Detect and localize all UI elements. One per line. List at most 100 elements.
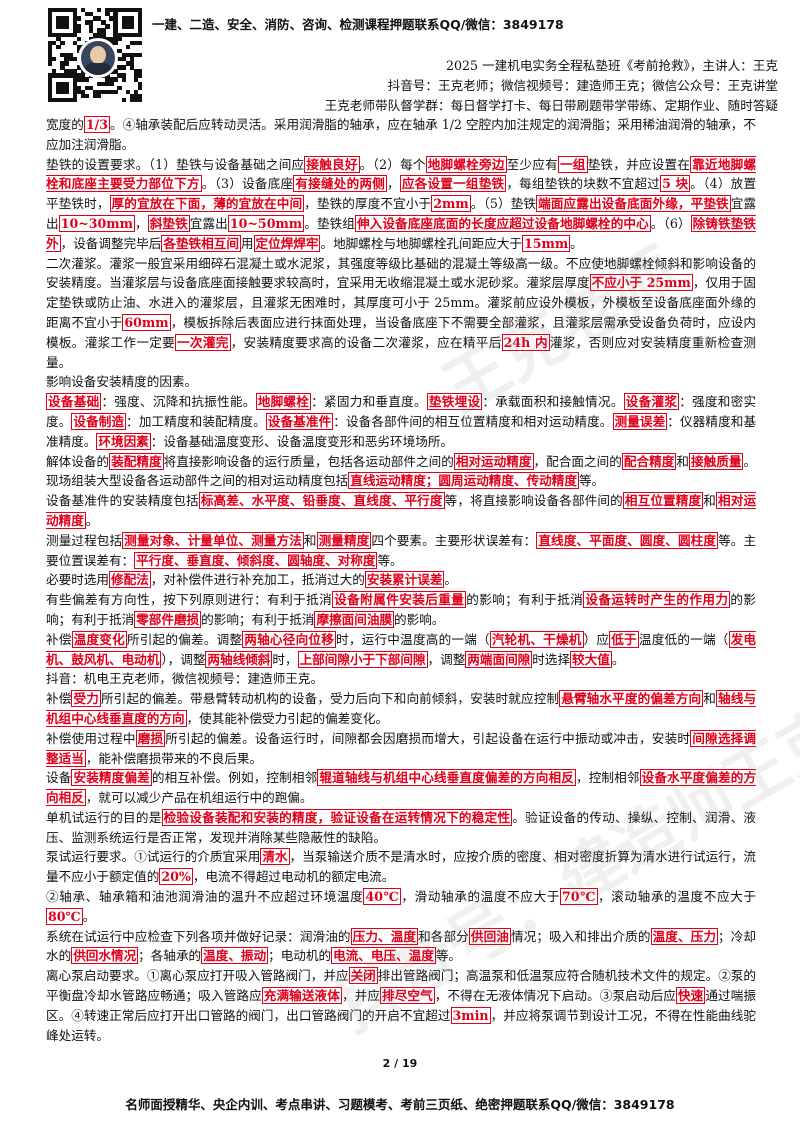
highlighted-term: 测量误差 — [612, 412, 668, 430]
text-run: ：加工精度和装配精度。 — [126, 413, 266, 429]
text-run: ，调整 — [427, 651, 466, 667]
text-run: ，设备调整完毕后 — [60, 235, 162, 251]
highlighted-term: 标高差、水平度、铅垂度、直线度、平行度 — [198, 492, 445, 510]
text-run: 所引起的偏差。设备运行时，间隙都会因磨损而增大，引起设备在运行中振动或冲击，安装… — [165, 730, 691, 746]
highlighted-term: 10~30mm — [58, 214, 135, 232]
highlighted-term: 相互位置精度 — [622, 492, 704, 510]
text-run: ）应 — [583, 631, 610, 647]
highlighted-term: 端面应露出设备底面外缘，平垫铁 — [536, 195, 731, 213]
highlighted-term: 快速 — [675, 987, 706, 1005]
highlighted-term: 受力 — [71, 690, 101, 708]
highlighted-term: 有接缝处的两侧 — [293, 175, 388, 193]
highlighted-term: 地脚螺栓旁边 — [425, 155, 507, 173]
text-run: 设备 — [46, 770, 72, 786]
highlighted-term: 40℃ — [363, 888, 402, 906]
highlighted-term: 接触质量 — [688, 452, 744, 470]
highlighted-term: 关闭 — [348, 967, 378, 985]
paragraph: 垫铁的设置要求。（1）垫铁与设备基础之间应接触良好。（2）每个地脚螺栓旁边至少应… — [46, 155, 757, 254]
text-run: ；各轴承的 — [138, 948, 202, 964]
highlighted-term: 一组 — [557, 155, 588, 173]
text-run: 。 — [85, 512, 99, 528]
paragraph: 泵试运行要求。①试运行的介质宜采用清水，当泵输送介质不是清水时，应按介质的密度、… — [46, 847, 756, 887]
text-run: 排出管路阀门；高温泵和低温泵应符合随机技术文件的规定。②泵的平衡盘冷却水管路应畅… — [46, 968, 757, 1004]
text-run: 。 — [611, 651, 625, 667]
highlighted-term: 20% — [159, 868, 193, 886]
highlighted-term: 安装累计误差 — [364, 571, 445, 589]
text-run: ，电流不得超过电动机的额定电流。 — [192, 869, 395, 885]
text-run: 的影响；有利于抵消 — [466, 592, 584, 608]
highlighted-term: 摩擦面间油膜 — [314, 610, 395, 628]
text-run: ，安装精度要求高的设备二次灌浆，应在精平后 — [230, 334, 502, 350]
text-run: 等，将直接影响设备各部件间的 — [444, 493, 623, 509]
highlighted-term: 设备灌浆 — [623, 393, 680, 411]
text-run: ；冷却水的 — [46, 928, 757, 964]
text-run: ，就可以减少产品在机组运行中的跑偏。 — [85, 790, 313, 806]
highlighted-term: 压力、温度 — [350, 927, 419, 945]
text-run: 单机试运行的目的是 — [46, 809, 162, 825]
highlighted-term: 排尽空气 — [380, 987, 435, 1005]
text-run: 的影响；有利于抵消 — [46, 592, 757, 627]
text-run: 。（2）每个 — [359, 156, 426, 172]
text-run: 的影响。 — [394, 611, 445, 627]
highlighted-term: 上部间隙小于下部间隙 — [297, 650, 428, 668]
text-run: 补偿 — [46, 631, 72, 647]
text-run: 垫铁的设置要求。（1）垫铁与设备基础之间应 — [46, 156, 305, 172]
text-run: ， — [134, 215, 148, 231]
highlighted-term: 装配精度 — [109, 452, 164, 470]
highlighted-term: 温度、压力 — [650, 927, 719, 945]
highlighted-term: 接触良好 — [304, 155, 360, 173]
highlighted-term: 24h 内 — [501, 333, 550, 351]
text-run: 的影响；有利于抵消 — [201, 611, 315, 627]
highlighted-term: 设备基准件 — [265, 412, 334, 430]
paragraph: 抖音：机电王克老师，微信视频号：建造师王克。 — [46, 669, 756, 689]
text-run: 所引起的偏差。带悬臂转动机构的设备，受力后向下和向前倾斜，安装时就应控制 — [100, 691, 560, 707]
highlighted-term: 温度变化 — [71, 630, 127, 648]
text-run: ：承载面积和接触情况。 — [482, 394, 624, 410]
text-run: 时， — [272, 651, 298, 667]
text-run: ②轴承、轴承箱和油池润滑油的温升不应超过环境温度 — [46, 889, 364, 905]
highlighted-term: 悬臂轴水平度的偏差方向 — [559, 690, 704, 708]
paragraph: 二次灌浆。灌浆一般宜采用细碎石混凝土或水泥浆，其强度等级比基础的混凝土等级高一级… — [46, 254, 756, 373]
text-run: ：设备各部件间的相互位置精度和相对运动精度。 — [333, 413, 613, 429]
text-run: ，控制相邻 — [575, 770, 640, 786]
highlighted-term: 间隙选择调整适当 — [46, 729, 757, 767]
text-run: 所引起的偏差。调整 — [126, 631, 243, 647]
paragraph: 有些偏差有方向性，按下列原则进行：有利于抵消设备附属件安装后重量的影响；有利于抵… — [46, 590, 756, 630]
text-run: 将直接影响设备的运行质量，包括各运动部件之间的 — [163, 453, 454, 469]
contact-line: 抖音号：王克老师；微信视频号：建造师王克；微信公众号：王克讲堂 — [387, 78, 778, 93]
highlighted-term: 2mm — [431, 195, 471, 213]
highlighted-term: 配合精度 — [621, 452, 677, 470]
highlighted-term: 设备基础 — [46, 393, 102, 411]
text-run: 温度低的一端（ — [638, 631, 729, 647]
text-run: ：仪器精度和基准精度。 — [46, 413, 757, 449]
highlighted-term: 两轴线倾斜 — [205, 650, 273, 668]
text-run: 。验证设备的传动、操纵、控制、润滑、液压、监测系统运行是否正常，发现并消除某些隐… — [46, 809, 757, 845]
paragraph: 单机试运行的目的是检验设备装配和安装的精度，验证设备在运转情况下的稳定性。验证设… — [46, 808, 756, 848]
text-run: 抖音：机电王克老师，微信视频号：建造师王克。 — [46, 671, 324, 687]
text-run: 。（6） — [650, 215, 691, 231]
text-run: 等。主要位置误差有： — [46, 532, 757, 568]
highlighted-term: 相对运动精度 — [46, 492, 757, 529]
highlighted-term: 定位焊焊牢 — [253, 234, 321, 252]
highlighted-term: 设备运转时产生的作用力 — [583, 591, 731, 609]
highlighted-term: 伸入设备底座底面的长度应超过设备地脚螺栓的中心 — [354, 214, 651, 232]
highlighted-term: 零部件磨损 — [134, 610, 202, 628]
highlighted-term: 轴线与机组中心线垂直度的方向 — [46, 690, 757, 727]
text-run: 泵试运行要求。①试运行的介质宜采用 — [46, 849, 261, 865]
highlighted-term: 直线运动精度；圆周运动精度、传动精度 — [348, 472, 579, 490]
text-run: 用 — [240, 235, 254, 251]
paragraph: 补偿使用过程中磨损所引起的偏差。设备运行时，间隙都会因磨损而增大，引起设备在运行… — [46, 729, 757, 769]
footer-banner: 名师面授精华、央企内训、考点串讲、习题模考、考前三页纸、绝密押题联系QQ/微信：… — [125, 1097, 675, 1112]
text-run: ：紧固力和垂直度。 — [311, 394, 427, 410]
highlighted-term: 设备制造 — [71, 412, 127, 430]
highlighted-term: 较大值 — [570, 650, 612, 668]
text-run: 和 — [676, 453, 689, 469]
highlighted-term: 一次灌完 — [175, 333, 231, 351]
highlighted-term: 直线度、平面度、圆度、圆柱度 — [536, 531, 719, 549]
text-run: ，滑动轴承的温度不应大于 — [401, 889, 561, 905]
highlighted-term: 充满输送液体 — [261, 987, 342, 1005]
text-run: 四个要素。主要形状误差有： — [371, 532, 537, 548]
highlighted-term: 斜垫铁 — [147, 214, 190, 232]
